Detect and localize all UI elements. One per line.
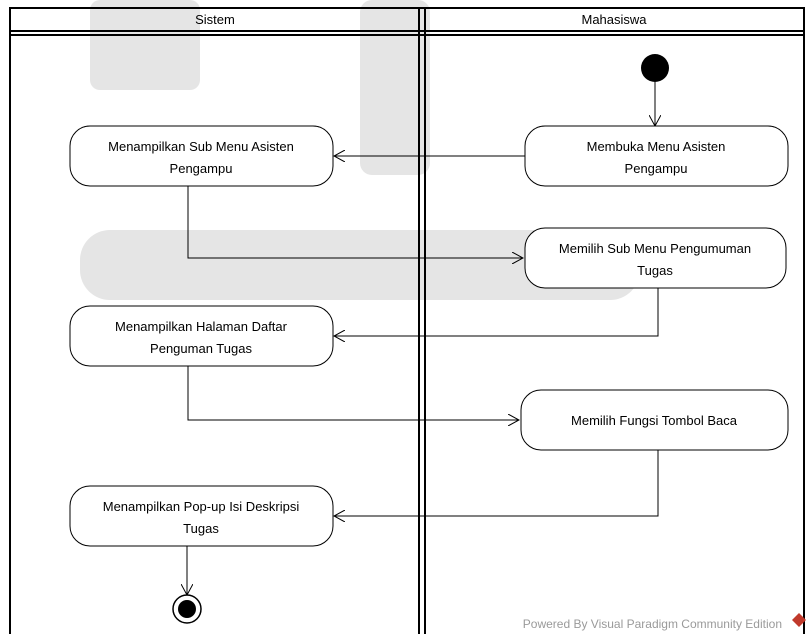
flow-a5-to-a6 [334, 450, 659, 516]
watermark-logo [80, 0, 640, 300]
vp-logo-icon [792, 613, 806, 627]
activity-label: Menampilkan Pop-up Isi Deskripsi [103, 499, 300, 514]
flow-a3-to-a4 [334, 288, 659, 336]
activity-label: Memilih Sub Menu Pengumuman [559, 241, 751, 256]
activity-membuka-menu: Membuka Menu Asisten Pengampu [524, 125, 789, 187]
activity-menampilkan-popup: Menampilkan Pop-up Isi Deskripsi Tugas [69, 485, 334, 547]
lane-header-mahasiswa: Mahasiswa [581, 12, 647, 27]
final-node [172, 594, 202, 624]
activity-menampilkan-halaman: Menampilkan Halaman Daftar Penguman Tuga… [69, 305, 334, 367]
activity-label: Menampilkan Sub Menu Asisten [108, 139, 294, 154]
activity-menampilkan-sub-menu: Menampilkan Sub Menu Asisten Pengampu [69, 125, 334, 187]
activity-label: Pengampu [170, 161, 233, 176]
powered-by-footer: Powered By Visual Paradigm Community Edi… [523, 617, 782, 631]
flow-a4-to-a5 [187, 366, 519, 420]
lane-header-sistem: Sistem [195, 12, 235, 27]
activity-label: Membuka Menu Asisten [587, 139, 726, 154]
activity-label: Memilih Fungsi Tombol Baca [571, 413, 738, 428]
initial-node [641, 54, 669, 82]
activity-label: Menampilkan Halaman Daftar [115, 319, 288, 334]
activity-memilih-sub-menu: Memilih Sub Menu Pengumuman Tugas [524, 227, 787, 289]
activity-label: Penguman Tugas [150, 341, 252, 356]
activity-label: Pengampu [625, 161, 688, 176]
activity-memilih-fungsi: Memilih Fungsi Tombol Baca [520, 389, 789, 451]
control-flows [187, 82, 658, 595]
activity-label: Tugas [183, 521, 219, 536]
activity-label: Tugas [637, 263, 673, 278]
flow-a1-to-a3 [187, 186, 523, 258]
